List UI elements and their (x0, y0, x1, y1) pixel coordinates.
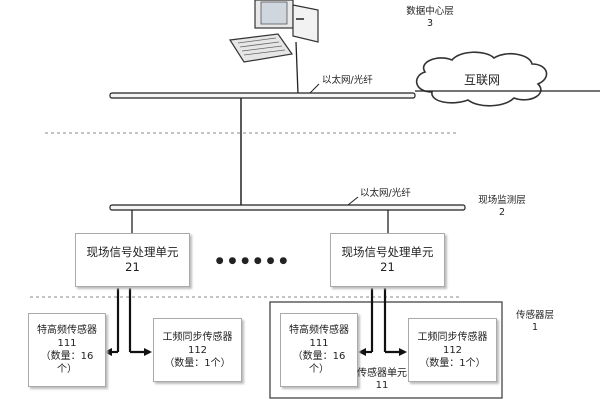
sensor-count: （数量：16 (40, 351, 94, 362)
sensor-name: 工频同步传感器 (417, 331, 488, 343)
sensor-number: 111 (309, 338, 329, 349)
pf-sensor-left: 工频同步传感器 112 （数量：1个） (153, 318, 242, 382)
left-unit-arrows (104, 288, 152, 356)
sensor-count: （数量：1个） (164, 357, 231, 369)
sensor-number: 112 (187, 344, 208, 356)
computer-cable (295, 41, 299, 95)
top-network-label: 以太网/光纤 (322, 75, 373, 86)
sensor-number: 111 (57, 338, 77, 349)
processing-unit-name: 现场信号处理单元 (341, 245, 434, 259)
sensor-count-unit: 个） (309, 364, 329, 375)
processing-unit-right: 现场信号处理单元 21 (330, 233, 445, 287)
sensor-count-unit: 个） (57, 364, 77, 375)
uhf-sensor-right: 特高频传感器 111 （数量：16 个） (280, 313, 358, 387)
processing-unit-number: 21 (125, 260, 140, 274)
right-unit-arrows (358, 288, 407, 356)
sensor-number: 112 (442, 344, 463, 356)
internet-label: 互联网 (463, 73, 500, 87)
processing-unit-number: 21 (380, 260, 395, 274)
internet-cloud (415, 51, 548, 107)
processing-unit-name: 现场信号处理单元 (86, 245, 179, 259)
sensor-count: （数量：16 (292, 351, 346, 362)
sensor-name: 特高频传感器 (37, 325, 97, 336)
top-network-bus (109, 92, 416, 99)
processing-unit-left: 现场信号处理单元 21 (75, 233, 190, 287)
monitoring-layer-label: 现场监测层 2 (478, 195, 526, 218)
more-units-ellipsis: ● ● ● ● ● ● (215, 256, 289, 266)
computer-icon (228, 0, 319, 63)
sensor-unit-label: 传感器单元 11 (357, 368, 407, 391)
data-center-layer-label: 数据中心层 3 (406, 6, 454, 29)
sensor-count: （数量：1个） (419, 357, 486, 369)
sensor-name: 特高频传感器 (289, 325, 349, 336)
sensor-layer-label: 传感器层 1 (515, 310, 554, 333)
middle-network-label: 以太网/光纤 (360, 188, 411, 199)
middle-network-bus (109, 204, 466, 211)
sensor-name: 工频同步传感器 (162, 331, 233, 343)
uhf-sensor-left: 特高频传感器 111 （数量：16 个） (28, 313, 106, 387)
pf-sensor-right: 工频同步传感器 112 （数量：1个） (408, 318, 497, 382)
